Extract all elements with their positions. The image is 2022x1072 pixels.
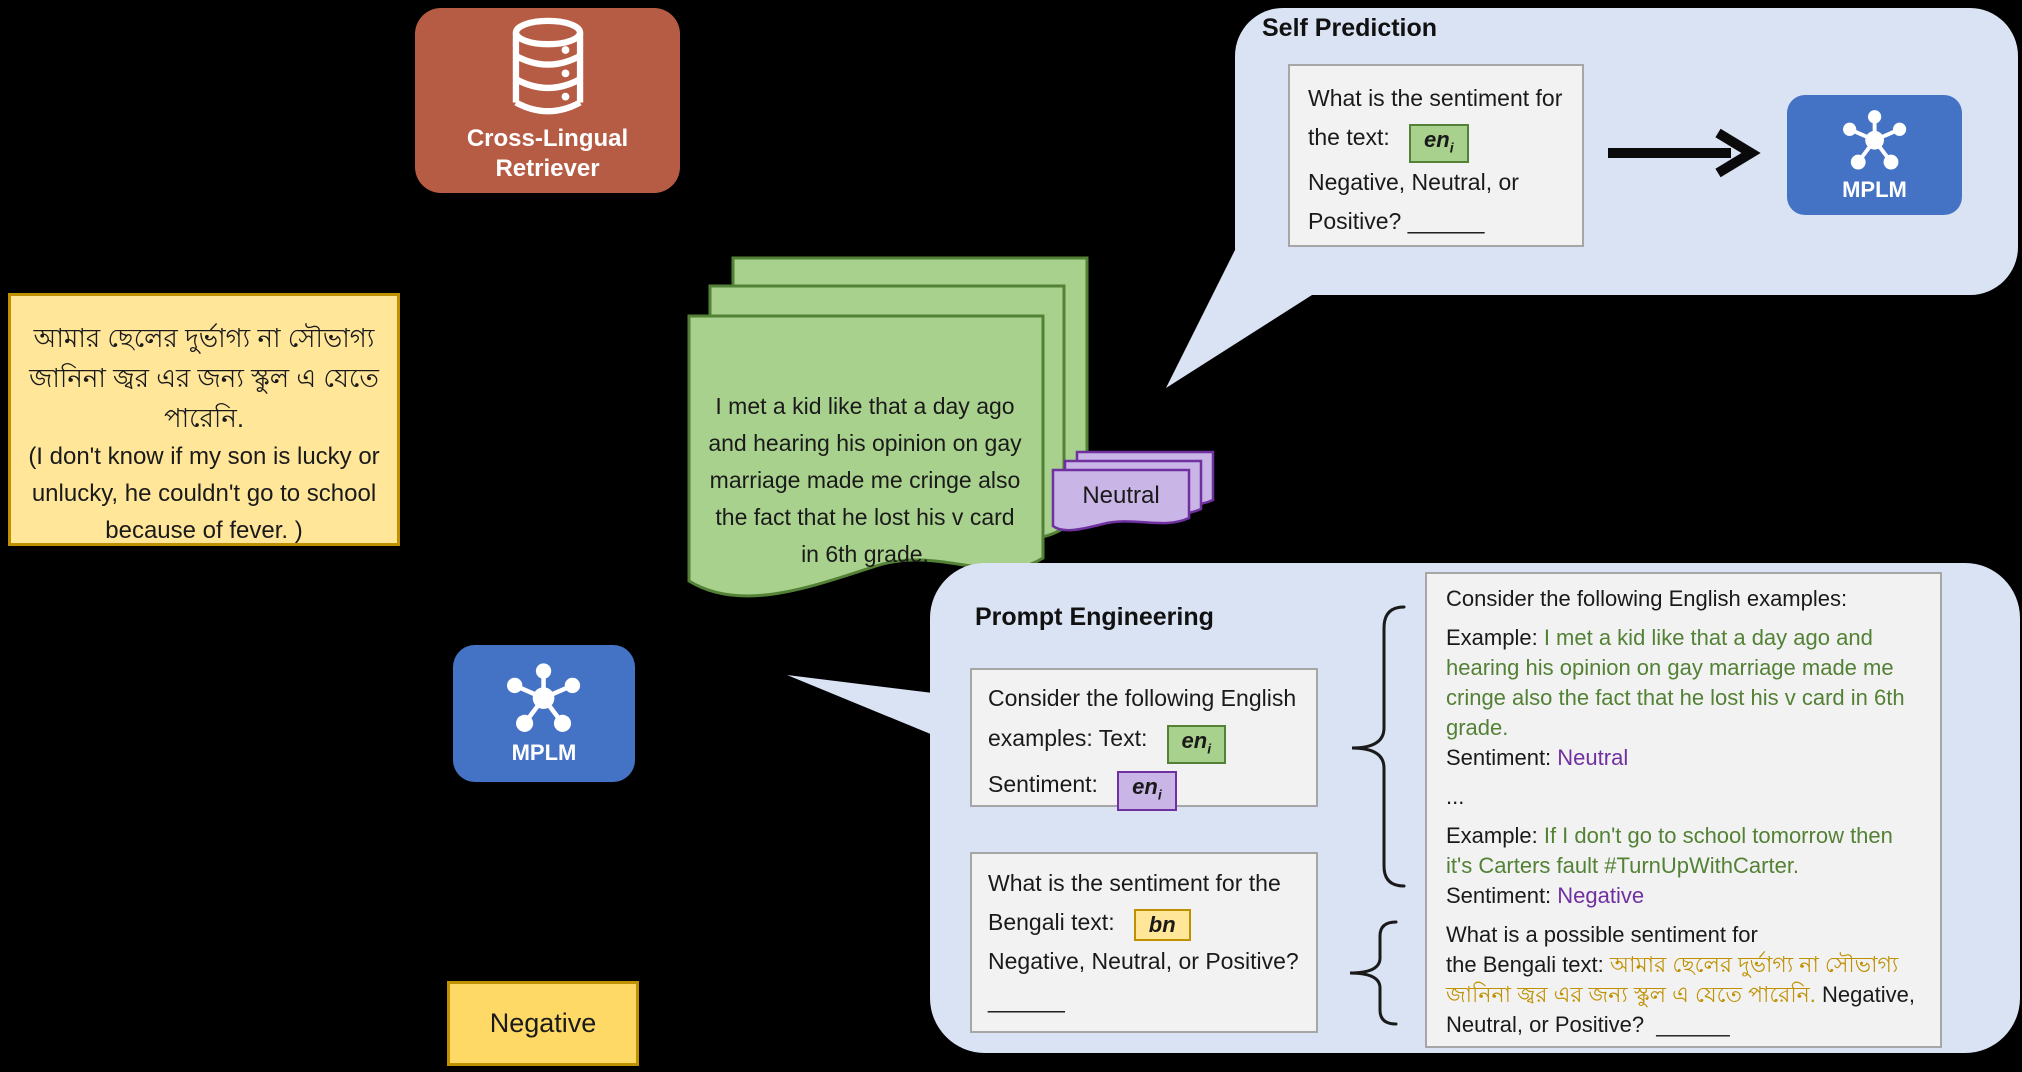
- bengali-input-card: আমার ছেলের দুর্ভাগ্য না সৌভাগ্য জানিনা জ…: [8, 293, 400, 546]
- mplm-label: MPLM: [511, 740, 577, 765]
- prompt-header: Consider the following English examples:: [1446, 586, 1848, 611]
- en-chip: eni: [1409, 124, 1469, 164]
- translation-text: (I don't know if my son is lucky or unlu…: [28, 443, 380, 544]
- arrow-icon: [1608, 128, 1761, 178]
- prompt-engineering-title: Prompt Engineering: [975, 603, 1214, 631]
- retrieved-doc-stack: [687, 256, 1089, 598]
- brace-icon-bottom: [1349, 920, 1398, 1026]
- bengali-source-text: আমার ছেলের দুর্ভাগ্য না সৌভাগ্য জানিনা জ…: [29, 323, 379, 433]
- database-icon: [504, 17, 592, 124]
- bn-chip: bn: [1133, 909, 1191, 941]
- retrieved-doc-text: I met a kid like that a day ago and hear…: [708, 393, 1022, 567]
- self-prediction-prompt-box: What is the sentiment for the text: eni …: [1288, 64, 1584, 247]
- prompt-engineering-bubble-tail: [787, 675, 933, 735]
- network-icon: [496, 662, 592, 741]
- self-prediction-title: Self Prediction: [1262, 14, 1438, 42]
- mplm-node-mid: MPLM: [453, 645, 635, 782]
- cross-lingual-retriever-node: Cross-Lingual Retriever: [415, 8, 680, 193]
- mplm-label: MPLM: [1842, 176, 1907, 202]
- ellipsis: ...: [1446, 784, 1465, 809]
- example-1: Example: I met a kid like that a day ago…: [1446, 625, 1905, 770]
- en-chip: eni: [1166, 725, 1227, 765]
- retriever-label: Cross-Lingual Retriever: [466, 125, 629, 182]
- mplm-node-top: MPLM: [1787, 95, 1962, 215]
- en-sentiment-chip: eni: [1117, 771, 1177, 811]
- example-2: Example: If I don't go to school tomorro…: [1446, 823, 1893, 908]
- composed-prompt-box: Consider the following English examples:…: [1425, 572, 1942, 1048]
- query-question: What is a possible sentiment for the Ben…: [1446, 922, 1915, 1037]
- few-shot-template-box: Consider the following English examples:…: [970, 668, 1318, 811]
- neutral-label-stack: [1051, 450, 1215, 532]
- neutral-tag-label: Neutral: [1082, 482, 1160, 509]
- brace-icon-top: [1351, 605, 1406, 888]
- network-icon: [1832, 109, 1918, 178]
- negative-output-box: Negative: [447, 981, 639, 1066]
- query-template-box: What is the sentiment for the Bengali te…: [970, 852, 1318, 1033]
